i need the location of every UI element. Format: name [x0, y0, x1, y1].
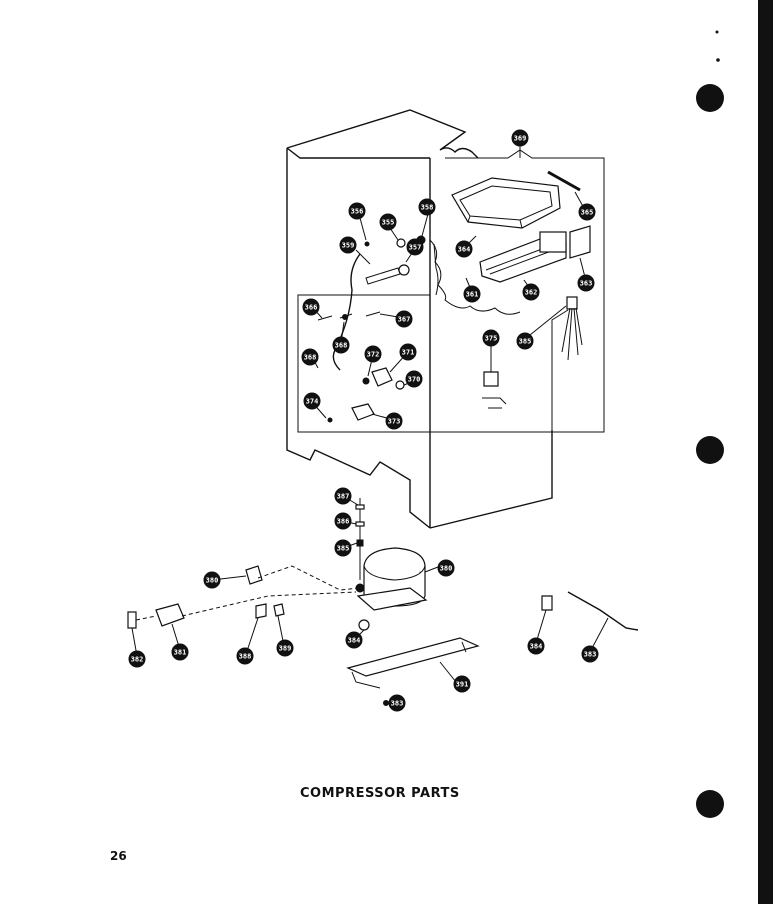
callout-374: 374: [303, 392, 321, 410]
svg-text:382: 382: [131, 656, 144, 664]
scan-speck: [716, 58, 720, 62]
ice-maker: [479, 225, 591, 283]
callout-380-b: 380: [437, 559, 455, 577]
svg-text:368: 368: [304, 354, 317, 362]
callout-leaders: [131, 143, 609, 704]
callout-373: 373: [385, 412, 403, 430]
svg-text:380: 380: [206, 577, 219, 585]
callout-380: 380: [203, 571, 221, 589]
power-cord: [541, 591, 639, 631]
svg-text:380: 380: [440, 565, 453, 573]
svg-text:372: 372: [367, 351, 380, 359]
svg-text:381: 381: [174, 649, 187, 657]
callout-382: 382: [128, 650, 146, 668]
callout-370: 370: [405, 370, 423, 388]
scan-speck: [715, 30, 719, 34]
svg-text:366: 366: [305, 304, 318, 312]
svg-text:385: 385: [519, 338, 532, 346]
svg-text:384: 384: [348, 637, 361, 645]
callout-367: 367: [395, 310, 413, 328]
switch-parts: [317, 311, 405, 423]
svg-text:359: 359: [342, 242, 355, 250]
svg-text:355: 355: [382, 219, 395, 227]
callout-385-b: 385: [334, 539, 352, 557]
svg-text:357: 357: [409, 244, 422, 252]
svg-text:358: 358: [421, 204, 434, 212]
callout-385: 385: [516, 332, 534, 350]
callout-368-b: 368: [301, 348, 319, 366]
ice-bin: [451, 177, 561, 229]
bin-rod: [547, 170, 581, 192]
svg-text:368: 368: [335, 342, 348, 350]
page-title: COMPRESSOR PARTS: [300, 786, 460, 801]
callout-368: 368: [332, 336, 350, 354]
svg-text:364: 364: [458, 246, 471, 254]
callout-355: 355: [379, 213, 397, 231]
svg-text:374: 374: [306, 398, 319, 406]
fill-tube-parts: [332, 235, 439, 371]
callout-386: 386: [334, 512, 352, 530]
callout-391: 391: [453, 675, 471, 693]
callout-356: 356: [348, 202, 366, 220]
callout-383-b: 383: [581, 645, 599, 663]
callout-387: 387: [334, 487, 352, 505]
callout-361: 361: [463, 285, 481, 303]
callout-358: 358: [418, 198, 436, 216]
callout-384-b: 384: [527, 637, 545, 655]
callout-363: 363: [577, 274, 595, 292]
relay-overload: [127, 565, 285, 629]
callout-369: 369: [511, 129, 529, 147]
callout-389: 389: [276, 639, 294, 657]
callout-359: 359: [339, 236, 357, 254]
svg-text:388: 388: [239, 653, 252, 661]
scan-edge-bar: [758, 0, 773, 904]
svg-text:370: 370: [408, 376, 421, 384]
callout-371: 371: [399, 343, 417, 361]
callout-375: 375: [482, 329, 500, 347]
svg-text:361: 361: [466, 291, 479, 299]
svg-text:362: 362: [525, 289, 538, 297]
callout-383: 383: [388, 694, 406, 712]
svg-text:385: 385: [337, 545, 350, 553]
binder-hole-1: [696, 84, 724, 112]
svg-text:365: 365: [581, 209, 594, 217]
svg-text:367: 367: [398, 316, 411, 324]
callout-357: 357: [406, 238, 424, 256]
wire-harness: [551, 296, 583, 430]
leader-lines: [135, 498, 361, 621]
callout-365: 365: [578, 203, 596, 221]
svg-text:384: 384: [530, 643, 543, 651]
callout-362: 362: [522, 283, 540, 301]
water-valve: [482, 346, 507, 409]
compressor-base-plate: [346, 637, 480, 706]
ice-maker-assembly-frame: [297, 149, 605, 433]
svg-text:371: 371: [402, 349, 415, 357]
callout-384: 384: [345, 631, 363, 649]
callout-388: 388: [236, 647, 254, 665]
svg-text:375: 375: [485, 335, 498, 343]
page-number: 26: [110, 849, 127, 863]
svg-text:383: 383: [391, 700, 404, 708]
svg-text:391: 391: [456, 681, 469, 689]
svg-text:363: 363: [580, 280, 593, 288]
callout-366: 366: [302, 298, 320, 316]
callout-364: 364: [455, 240, 473, 258]
svg-text:373: 373: [388, 418, 401, 426]
svg-text:387: 387: [337, 493, 350, 501]
svg-text:383: 383: [584, 651, 597, 659]
refrigerator-cabinet: [286, 109, 553, 529]
binder-hole-3: [696, 790, 724, 818]
compressor: [355, 504, 428, 631]
svg-text:386: 386: [337, 518, 350, 526]
binder-hole-2: [696, 436, 724, 464]
callout-372: 372: [364, 345, 382, 363]
svg-text:356: 356: [351, 208, 364, 216]
callout-381: 381: [171, 643, 189, 661]
svg-text:369: 369: [514, 135, 527, 143]
svg-text:389: 389: [279, 645, 292, 653]
